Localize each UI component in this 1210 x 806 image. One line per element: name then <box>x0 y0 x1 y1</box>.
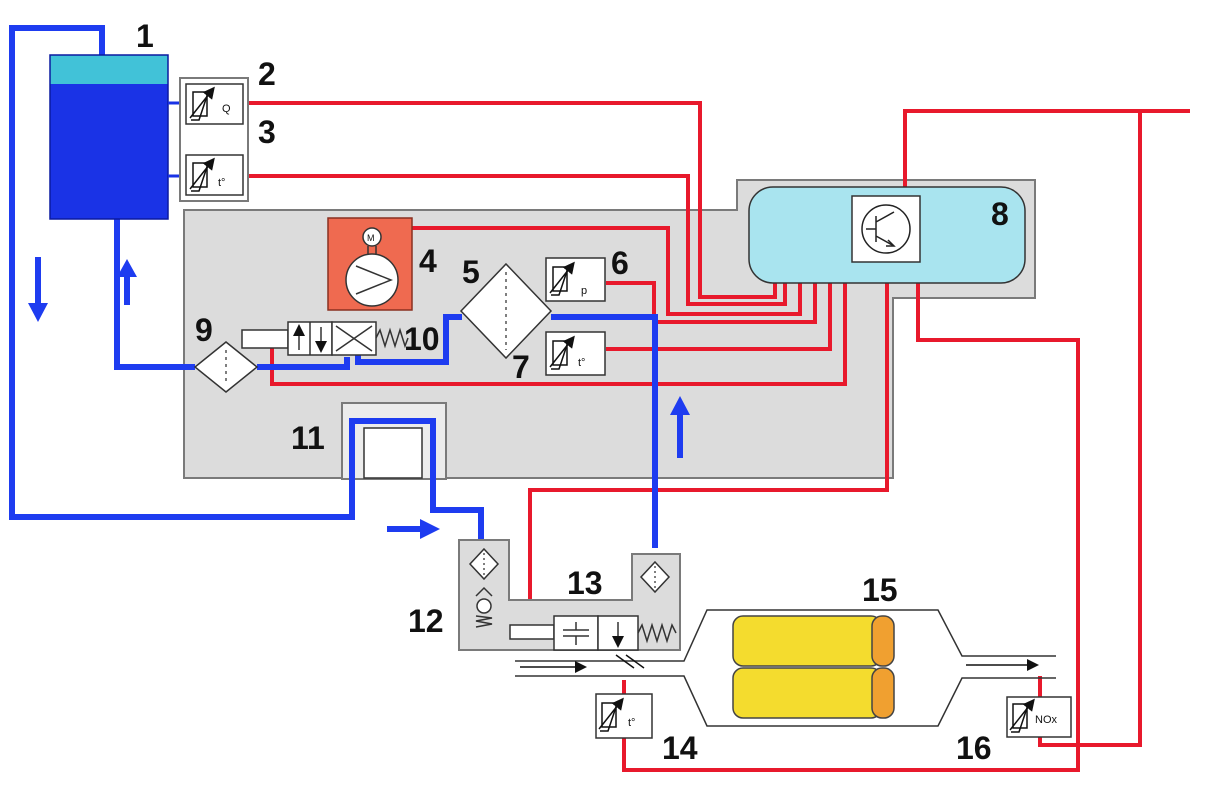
dosing-filters <box>468 547 671 594</box>
temp-sensor-symbol: t° <box>578 357 585 369</box>
pressure-sensor <box>545 257 606 302</box>
dosing-valve <box>509 615 677 651</box>
pressure-sensor-symbol: p <box>581 285 587 297</box>
label-10: 10 <box>404 321 440 357</box>
label-16: 16 <box>956 730 992 766</box>
label-14: 14 <box>662 730 698 766</box>
reversing-valve <box>241 321 409 356</box>
level-sensor-symbol: Q <box>222 103 231 115</box>
level-sensor <box>185 83 244 125</box>
line-heater <box>363 427 423 479</box>
label-6: 6 <box>611 245 629 281</box>
module-temperature-sensor <box>545 331 606 376</box>
exhaust-flow-arrows <box>520 654 1039 673</box>
hydraulic-lines <box>9 25 658 548</box>
nox-sensor-symbol: NOx <box>1035 714 1058 726</box>
label-5: 5 <box>462 254 480 290</box>
scr-catalyst <box>732 615 895 719</box>
label-3: 3 <box>258 114 276 150</box>
urea-tank <box>49 54 169 220</box>
label-11: 11 <box>291 420 325 456</box>
label-15: 15 <box>862 572 898 608</box>
control-unit <box>748 186 1026 284</box>
label-1: 1 <box>136 18 154 54</box>
main-filter <box>459 262 553 360</box>
pump <box>327 217 413 311</box>
label-9: 9 <box>195 312 213 348</box>
temp-sensor-symbol: t° <box>218 177 225 189</box>
label-2: 2 <box>258 56 276 92</box>
prefilter <box>193 341 259 393</box>
label-8: 8 <box>991 196 1009 232</box>
sensor-symbol-icon <box>549 261 575 370</box>
label-12: 12 <box>408 603 444 639</box>
check-valve <box>475 586 493 628</box>
flow-arrows <box>28 257 690 539</box>
sensor-symbol-icon <box>598 697 1035 733</box>
exhaust-pipe <box>515 609 1056 727</box>
tank-temperature-sensor <box>185 154 244 196</box>
temp-sensor-symbol: t° <box>628 717 635 729</box>
label-7: 7 <box>512 349 530 385</box>
sensor-symbol-icon <box>189 86 215 192</box>
motor-icon: M <box>367 233 375 243</box>
label-4: 4 <box>419 243 437 279</box>
electrical-wiring <box>247 101 1190 772</box>
label-13: 13 <box>567 565 603 601</box>
